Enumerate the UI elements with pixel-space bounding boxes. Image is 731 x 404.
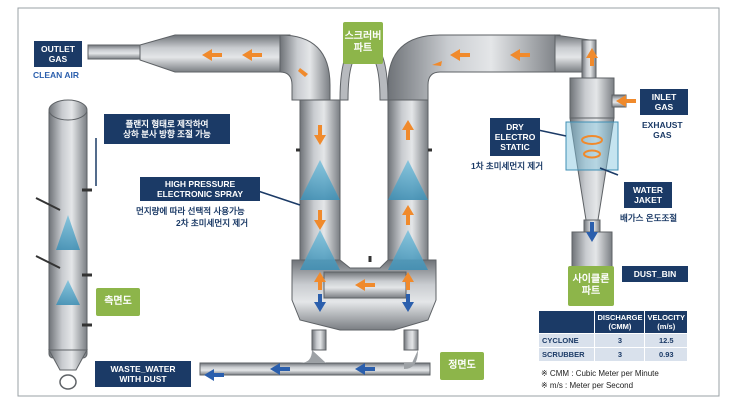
spray-note-1: 먼지량에 따라 선택적 사용가능 xyxy=(136,206,245,216)
clean-air-note: CLEAN AIR xyxy=(33,70,79,80)
water-arrow xyxy=(314,294,326,312)
flow-arrow xyxy=(432,61,442,66)
cyclone-assembly xyxy=(554,34,627,269)
cyclone-part-tag: 사이클론 파트 xyxy=(568,266,614,306)
spec-header-discharge: DISCHARGE (CMM) xyxy=(594,310,646,334)
footnote-ms: ※ m/s : Meter per Second xyxy=(541,381,634,390)
flange-note-label: 플랜지 형태로 제작하여 상하 분사 방향 조절 가능 xyxy=(104,114,230,144)
water-arrow xyxy=(355,363,375,375)
dust-bin-label: DUST_BIN xyxy=(622,266,688,282)
side-view-column xyxy=(35,99,92,390)
exhaust-gas-note: EXHAUST GAS xyxy=(642,120,683,140)
water-arrow xyxy=(270,363,290,375)
front-view-tag: 정면도 xyxy=(440,352,484,380)
spec-table-header: DISCHARGE (CMM) VELOCITY (m/s) xyxy=(537,310,688,334)
spec-header-velocity: VELOCITY (m/s) xyxy=(644,310,688,334)
spec-header-blank xyxy=(537,310,596,334)
flow-arrow xyxy=(314,272,326,290)
flow-arrow xyxy=(510,49,530,61)
flow-arrow xyxy=(402,205,414,225)
scrubber-assembly xyxy=(87,34,561,376)
outlet-gas-label: OUTLET GAS xyxy=(34,41,82,67)
table-row: CYCLONE 3 12.5 xyxy=(537,333,688,348)
water-arrow xyxy=(402,294,414,312)
flow-arrow xyxy=(314,125,326,145)
dry-electro-static-label: DRY ELECTRO STATIC xyxy=(490,118,540,156)
dry-note: 1차 초미세먼지 제거 xyxy=(471,161,544,171)
flow-arrow xyxy=(586,48,598,66)
table-row: SCRUBBER 3 0.93 xyxy=(537,347,688,362)
row-discharge: 3 xyxy=(594,347,646,362)
water-jaket-label: WATER JAKET xyxy=(624,182,672,208)
spec-table: DISCHARGE (CMM) VELOCITY (m/s) CYCLONE 3… xyxy=(537,310,688,362)
frame-border xyxy=(17,7,720,397)
flow-arrow xyxy=(402,120,414,140)
flow-arrow xyxy=(202,49,222,61)
row-discharge: 3 xyxy=(594,333,646,348)
flow-arrow xyxy=(298,68,308,77)
flow-arrows xyxy=(95,48,636,381)
scrubber-part-tag: 스크러버 파트 xyxy=(343,22,383,64)
inlet-gas-label: INLET GAS xyxy=(640,89,688,115)
side-view-tag: 측면도 xyxy=(96,288,140,316)
footnote-cmm: ※ CMM : Cubic Meter per Minute xyxy=(541,369,659,378)
flow-arrow xyxy=(314,210,326,230)
row-velocity: 0.93 xyxy=(644,347,688,362)
waste-water-label: WASTE_WATER WITH DUST xyxy=(95,361,191,387)
water-note: 배가스 온도조절 xyxy=(620,213,678,223)
flow-arrow xyxy=(242,49,262,61)
row-velocity: 12.5 xyxy=(644,333,688,348)
high-pressure-spray-label: HIGH PRESSURE ELECTRONIC SPRAY xyxy=(140,177,260,201)
flow-arrow xyxy=(616,95,636,107)
flow-arrow xyxy=(355,279,375,291)
dust-arrow xyxy=(586,222,598,242)
spray-note-2: 2차 초미세먼지 제거 xyxy=(176,218,249,228)
row-name: SCRUBBER xyxy=(537,347,596,362)
flow-arrow xyxy=(450,49,470,61)
water-arrow xyxy=(204,369,224,381)
row-name: CYCLONE xyxy=(537,333,596,348)
flow-arrow xyxy=(402,272,414,290)
